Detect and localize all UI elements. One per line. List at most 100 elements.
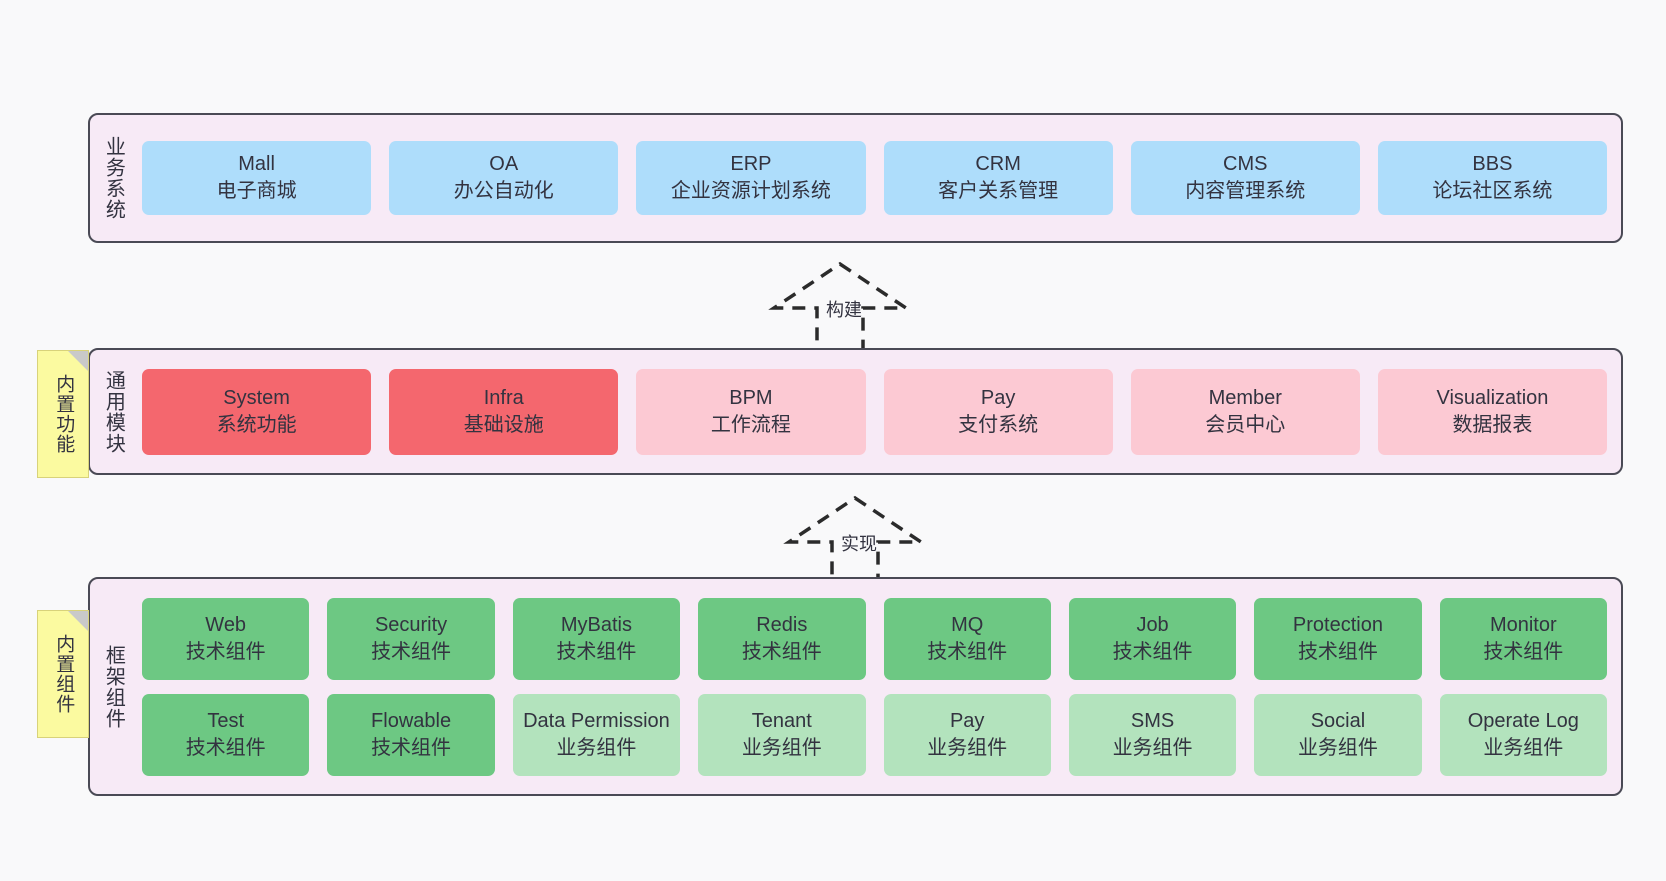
component-card[interactable]: BPM 工作流程	[636, 368, 866, 455]
component-card[interactable]: Security 技术组件	[327, 597, 495, 680]
component-card[interactable]: System 系统功能	[142, 368, 372, 455]
component-card-subtitle: 客户关系管理	[938, 180, 1059, 202]
component-card-name: Member	[1208, 386, 1282, 409]
component-card-subtitle: 系统功能	[216, 413, 297, 436]
component-card-name: MQ	[951, 613, 984, 636]
component-card-subtitle: 技术组件	[741, 640, 822, 663]
component-card-subtitle: 电子商城	[216, 180, 297, 202]
component-card-subtitle: 业务组件	[741, 736, 822, 759]
generalization-arrow-implement: 实现	[775, 492, 935, 587]
component-card-subtitle: 技术组件	[371, 736, 452, 759]
component-card-subtitle: 业务组件	[927, 736, 1008, 759]
component-card-subtitle: 技术组件	[1112, 640, 1193, 663]
component-card-name: Visualization	[1436, 386, 1549, 409]
component-card[interactable]: Web 技术组件	[142, 597, 310, 680]
component-card-subtitle: 基础设施	[463, 413, 544, 436]
component-card-name: Social	[1310, 709, 1366, 732]
component-card-name: SMS	[1130, 709, 1175, 732]
component-card[interactable]: ERP 企业资源计划系统	[636, 141, 866, 215]
component-card-name: System	[223, 386, 290, 409]
component-card-name: Infra	[483, 386, 524, 409]
component-card[interactable]: BBS 论坛社区系统	[1377, 141, 1608, 215]
component-card-name: Operate Log	[1467, 709, 1579, 732]
component-card-subtitle: 企业资源计划系统	[670, 180, 831, 202]
component-card-name: Flowable	[371, 709, 452, 732]
component-card-subtitle: 技术组件	[927, 640, 1008, 663]
component-card-name: BPM	[729, 386, 773, 409]
component-card-name: Redis	[756, 613, 808, 636]
component-card-subtitle: 技术组件	[371, 640, 452, 663]
component-card[interactable]: CRM 客户关系管理	[883, 141, 1113, 215]
component-card[interactable]: Operate Log 业务组件	[1439, 693, 1607, 776]
component-card[interactable]: Infra 基础设施	[389, 368, 619, 455]
component-card-subtitle: 技术组件	[185, 736, 266, 759]
component-card-name: Pay	[980, 386, 1016, 409]
component-card-name: OA	[489, 153, 519, 176]
note-fold-icon	[68, 611, 88, 631]
note-builtin-component: 内置组件	[37, 610, 89, 738]
generalization-arrow-implement-label: 实现	[841, 534, 877, 554]
component-card-name: Security	[374, 613, 448, 636]
component-card[interactable]: Test 技术组件	[142, 693, 310, 776]
note-builtin-function-label: 内置功能	[53, 374, 75, 454]
component-card-name: ERP	[730, 153, 772, 176]
component-card-subtitle: 技术组件	[1297, 640, 1378, 663]
note-builtin-function: 内置功能	[37, 350, 89, 478]
component-card[interactable]: Redis 技术组件	[698, 597, 866, 680]
component-card[interactable]: SMS 业务组件	[1068, 693, 1237, 776]
component-card[interactable]: Member 会员中心	[1130, 368, 1360, 455]
component-card[interactable]: Mall 电子商城	[142, 141, 372, 215]
component-card-subtitle: 工作流程	[710, 413, 791, 436]
band-common-modules-title: 通用模块	[102, 369, 125, 454]
component-card[interactable]: Protection 技术组件	[1254, 597, 1422, 680]
band-framework-components-title: 框架组件	[102, 644, 125, 729]
component-card-subtitle: 会员中心	[1205, 413, 1286, 436]
component-card-subtitle: 内容管理系统	[1185, 180, 1306, 202]
component-card-subtitle: 技术组件	[1483, 640, 1564, 663]
component-card-name: Mall	[238, 153, 275, 176]
component-card[interactable]: Social 业务组件	[1254, 693, 1422, 776]
component-card-name: CRM	[975, 153, 1021, 176]
component-card[interactable]: Tenant 业务组件	[698, 693, 866, 776]
component-card[interactable]: OA 办公自动化	[389, 141, 619, 215]
generalization-arrow-build-label: 构建	[826, 300, 862, 320]
component-card-subtitle: 技术组件	[556, 640, 637, 663]
band-business-systems-title: 业务系统	[102, 136, 125, 220]
component-card-subtitle: 业务组件	[1112, 736, 1193, 759]
component-card-name: Test	[207, 709, 245, 732]
component-card-subtitle: 业务组件	[556, 736, 637, 759]
component-card-name: Web	[205, 613, 247, 636]
component-card[interactable]: Pay 业务组件	[883, 693, 1051, 776]
component-card-subtitle: 业务组件	[1483, 736, 1564, 759]
component-card[interactable]: MyBatis 技术组件	[512, 597, 681, 680]
component-card-name: Tenant	[751, 709, 812, 732]
generalization-arrow-build: 构建	[760, 258, 920, 353]
component-card[interactable]: Monitor 技术组件	[1439, 597, 1607, 680]
component-card[interactable]: MQ 技术组件	[883, 597, 1051, 680]
component-card-subtitle: 业务组件	[1297, 736, 1378, 759]
component-card-name: MyBatis	[560, 613, 632, 636]
component-card-name: Pay	[949, 709, 985, 732]
component-card[interactable]: Flowable 技术组件	[327, 693, 495, 776]
component-card-subtitle: 技术组件	[185, 640, 266, 663]
component-card-subtitle: 论坛社区系统	[1432, 180, 1553, 202]
note-fold-icon	[68, 351, 88, 371]
component-card-name: Monitor	[1489, 613, 1557, 636]
note-builtin-component-label: 内置组件	[53, 634, 75, 714]
component-card-subtitle: 办公自动化	[453, 180, 554, 202]
component-card-name: Protection	[1292, 613, 1383, 636]
component-card-name: BBS	[1472, 153, 1513, 176]
